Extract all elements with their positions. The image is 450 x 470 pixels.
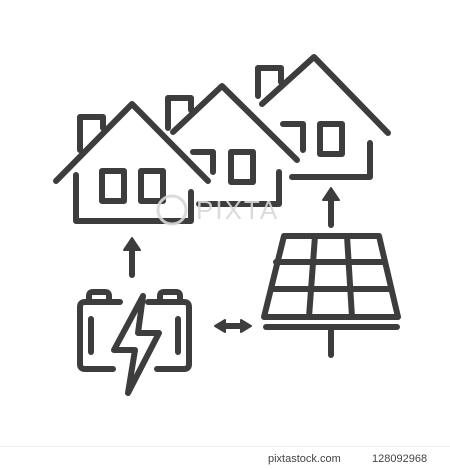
- battery-icon: [77, 289, 192, 372]
- house-icon: [255, 54, 391, 180]
- arrow-up-icon: [123, 237, 141, 278]
- footer: pixtastock.com 128092968: [0, 446, 450, 470]
- lightning-bolt-icon: [111, 293, 162, 396]
- watermark: PIXTA: [156, 194, 279, 226]
- solar-panel-icon: [261, 233, 401, 358]
- footer-site: pixtastock.com: [268, 453, 341, 465]
- watermark-text: PIXTA: [196, 195, 279, 225]
- double-arrow-icon: [214, 319, 252, 333]
- house-icon: [165, 83, 300, 207]
- footer-image-id: 128092968: [372, 453, 428, 465]
- arrow-up-icon: [322, 187, 340, 228]
- house-icon: [53, 101, 211, 224]
